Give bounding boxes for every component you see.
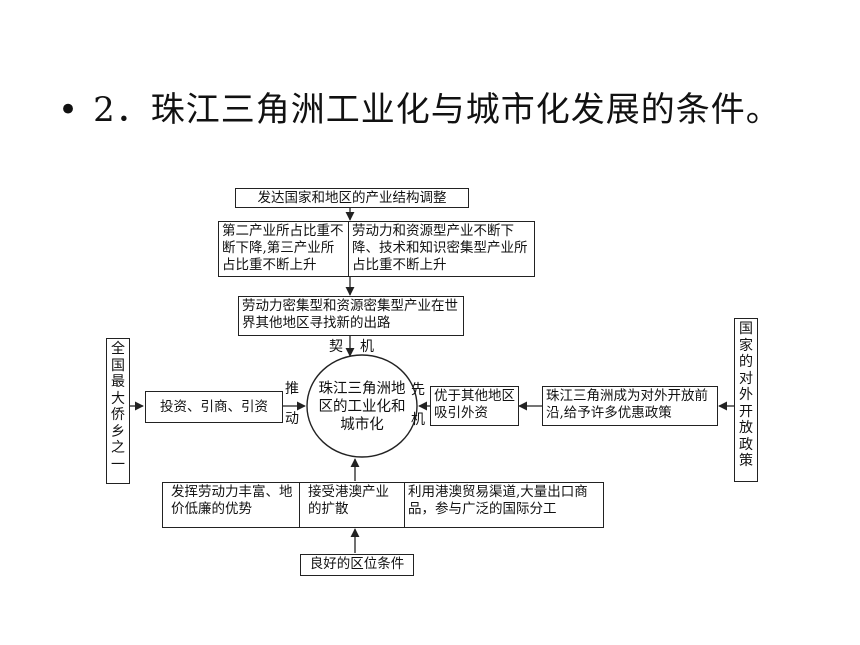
label-push-2: 动	[285, 411, 299, 427]
overseas-chinese-box: 全 国 最 大 侨 乡 之 一	[106, 338, 130, 484]
right-change-box: 劳动力和资源型产业不断下降、技术和知识密集型产业所占比重不断上升	[348, 221, 535, 277]
top-box: 发达国家和地区的产业结构调整	[235, 188, 469, 208]
bullet-icon: •	[58, 90, 80, 130]
hk-macau-box: 接受港澳产业的扩散	[299, 482, 405, 528]
labor-box: 发挥劳动力丰富、地价低廉的优势	[162, 482, 300, 528]
policy-box: 珠江三角洲成为对外开放前沿,给予许多优惠政策	[542, 386, 718, 426]
heading-text: 2．珠江三角洲工业化与城市化发展的条件。	[93, 90, 781, 130]
label-push-1: 推	[285, 381, 299, 397]
advantage-box: 优于其他地区吸引外资	[430, 386, 519, 426]
page-heading: • 2．珠江三角洲工业化与城市化发展的条件。	[58, 82, 781, 131]
label-first-1: 先	[411, 382, 425, 398]
location-box: 良好的区位条件	[300, 554, 414, 576]
label-opportunity-right: 机	[360, 339, 374, 355]
label-opportunity-left: 契	[329, 339, 343, 355]
label-first-2: 机	[411, 412, 425, 428]
left-change-box: 第二产业所占比重不断下降,第三产业所占比重不断上升	[218, 221, 349, 277]
opening-policy-box: 国 家 的 对 外 开 放 政 策	[734, 318, 758, 482]
trade-box: 利用港澳贸易渠道,大量出口商品，参与广泛的国际分工	[404, 482, 604, 528]
center-text: 珠江三角洲地区的工业化和城市化	[318, 381, 406, 433]
relocation-box: 劳动力密集型和资源密集型产业在世界其他地区寻找新的出路	[238, 296, 464, 336]
investment-box: 投资、引商、引资	[145, 391, 283, 423]
center-circle	[306, 354, 418, 458]
